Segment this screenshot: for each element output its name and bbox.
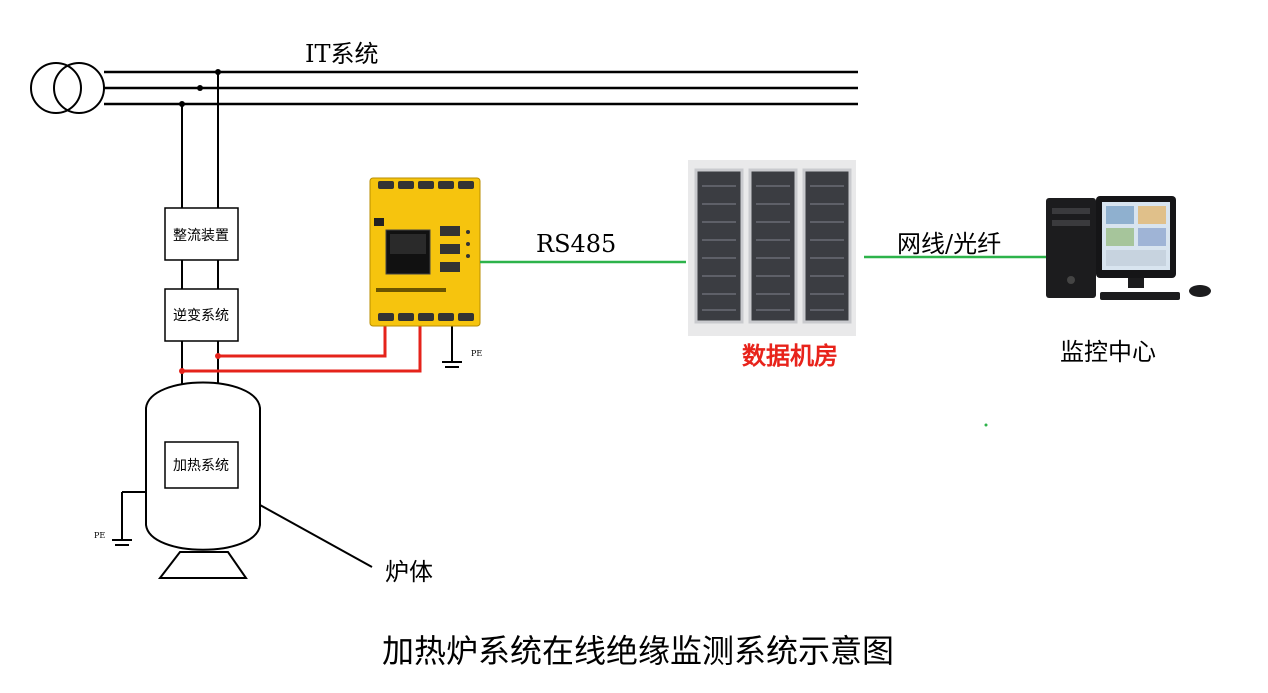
heating-box: [164, 441, 239, 489]
stray-dot: [984, 423, 988, 427]
heating-label: 加热系统: [173, 458, 229, 474]
furnace-ground-symbol: [112, 491, 146, 546]
device-ground-symbol: [442, 322, 462, 368]
rs485-label: RS485: [536, 230, 616, 258]
diagram-caption: 加热炉系统在线绝缘监测系统示意图: [382, 632, 894, 670]
transformer-symbol: [30, 62, 105, 114]
device-pe-label: PE: [471, 349, 482, 358]
furnace-leader-line: [259, 504, 373, 568]
rectifier-label: 整流装置: [173, 228, 229, 244]
it-system-label: IT系统: [305, 40, 379, 68]
data-room-label: 数据机房: [742, 342, 838, 370]
rectifier-box: [164, 207, 239, 261]
red-wire-dots: [179, 353, 221, 374]
insulation-monitor-device: [369, 177, 481, 327]
furnace-pe-label: PE: [94, 531, 105, 540]
computer-icon: [1046, 196, 1211, 300]
inverter-box: [164, 288, 239, 342]
furnace-base: [157, 551, 248, 579]
server-racks: [688, 160, 856, 336]
inverter-label: 逆变系统: [173, 308, 229, 324]
network-label: 网线/光纤: [897, 230, 1001, 258]
furnace-label: 炉体: [385, 558, 433, 586]
it-bus-lines: [104, 70, 858, 106]
monitor-center-label: 监控中心: [1060, 338, 1156, 366]
red-measurement-wires: [182, 320, 422, 373]
